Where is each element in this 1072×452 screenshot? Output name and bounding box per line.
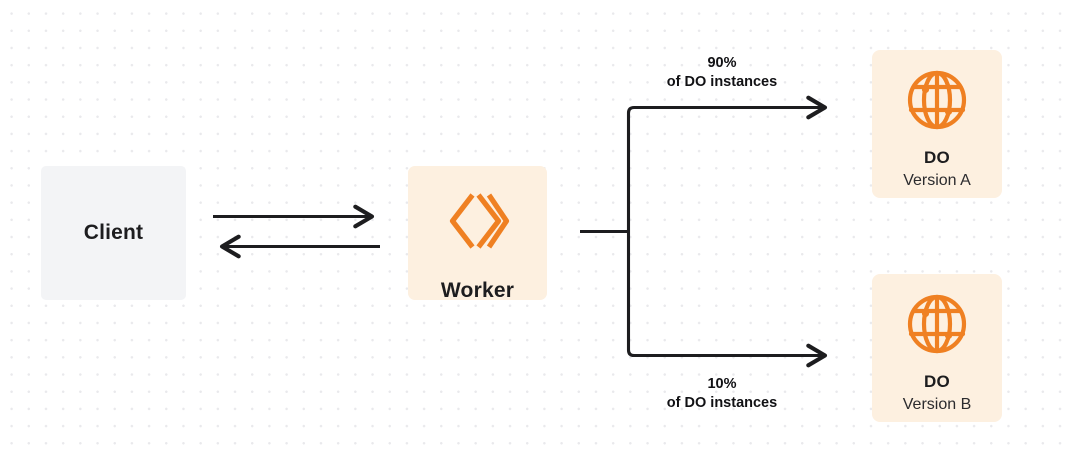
globe-icon [906,69,968,136]
edge-label-do-a: 90% of DO instances [627,54,817,92]
worker-label: Worker [440,279,515,302]
do-a-subtitle: Version A [903,172,971,189]
edge-label-do-b-percent: 10% [707,376,737,392]
node-client[interactable]: Client [41,166,186,300]
do-b-title: DO [923,372,951,391]
node-do-version-a[interactable]: DO Version A [872,50,1002,198]
do-b-subtitle: Version B [902,396,972,413]
edge-label-do-b-caption: of DO instances [666,395,778,411]
edge-label-do-b: 10% of DO instances [627,375,817,413]
edge-label-do-a-percent: 90% [707,55,737,71]
edge-label-do-a-caption: of DO instances [666,74,778,90]
do-a-title: DO [923,148,951,167]
node-do-version-b[interactable]: DO Version B [872,274,1002,422]
edge-worker-split [580,105,672,358]
globe-icon [906,293,968,360]
node-worker[interactable]: Worker [408,166,547,302]
cloudflare-workers-icon [446,190,510,257]
client-label: Client [83,221,144,244]
